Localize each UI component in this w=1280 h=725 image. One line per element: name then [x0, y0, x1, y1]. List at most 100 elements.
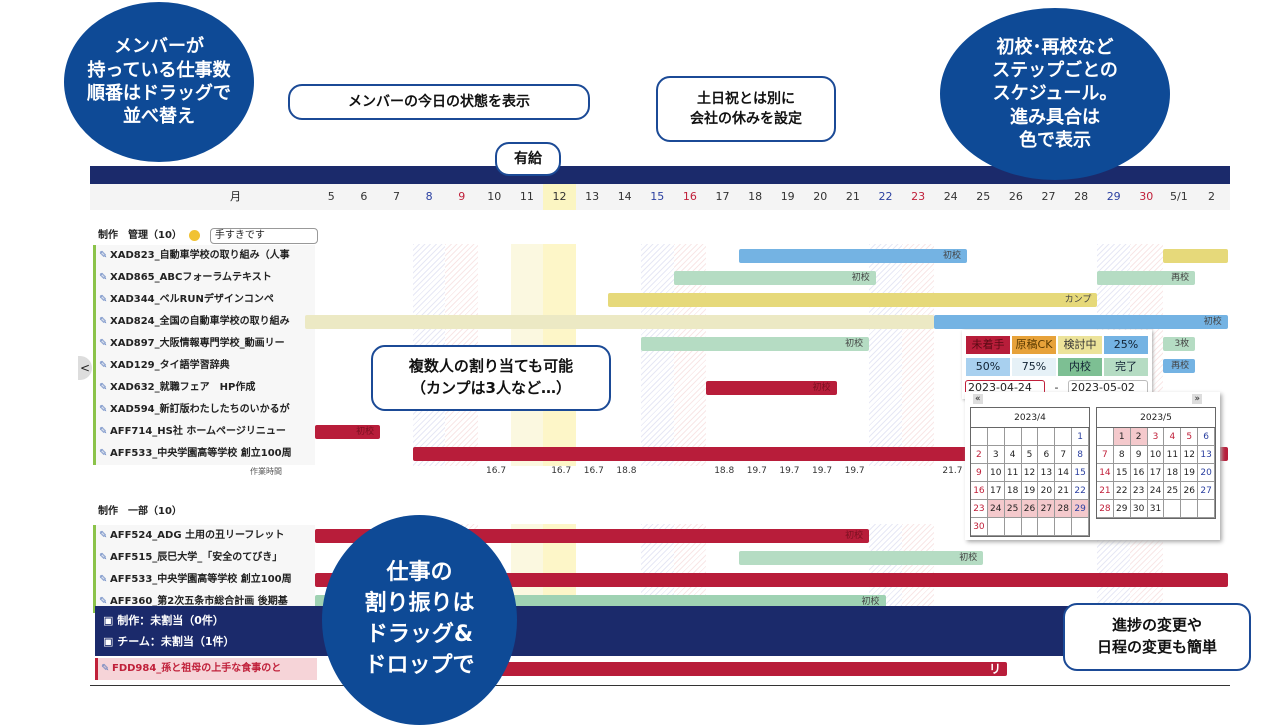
calendar-day[interactable]: 26 [1181, 482, 1199, 500]
job-label[interactable]: AFF714_HS社 ホームページリニュー [93, 421, 315, 443]
calendar-day[interactable]: 11 [1004, 464, 1022, 482]
calendar-day[interactable]: 11 [1164, 446, 1182, 464]
calendar-day[interactable]: 14 [1097, 464, 1114, 482]
job-label[interactable]: AFF515_辰巳大学_「安全のてびき」 [93, 547, 315, 569]
calendar-day[interactable]: 27 [1198, 482, 1215, 500]
job-bar[interactable]: リ [412, 662, 1007, 676]
calendar-day[interactable]: 5 [1181, 428, 1199, 446]
calendar-day[interactable]: 19 [1021, 482, 1039, 500]
calendar-day[interactable]: 7 [1097, 446, 1114, 464]
schedule-bar[interactable]: 3枚 [1162, 337, 1196, 351]
calendar-day[interactable]: 21 [1055, 482, 1073, 500]
calendar-day[interactable]: 10 [987, 464, 1005, 482]
calendar-day[interactable]: 24 [987, 500, 1005, 518]
progress-option[interactable]: 75% [1012, 358, 1056, 376]
calendar-day[interactable]: 24 [1147, 482, 1165, 500]
calendar-day[interactable]: 2 [1130, 428, 1148, 446]
calendar-day[interactable]: 1 [1113, 428, 1131, 446]
schedule-bar[interactable]: 初校 [706, 381, 837, 395]
calendar-day[interactable]: 13 [1198, 446, 1215, 464]
calendar-day[interactable]: 30 [1130, 500, 1148, 518]
progress-option[interactable]: 未着手 [966, 336, 1010, 354]
progress-option[interactable]: 原稿CK [1012, 336, 1056, 354]
calendar-day[interactable]: 30 [971, 518, 988, 536]
calendar-day[interactable]: 29 [1072, 500, 1089, 518]
schedule-bar[interactable]: 初校 [315, 425, 381, 439]
calendar-day[interactable]: 28 [1055, 500, 1073, 518]
calendar-day[interactable]: 23 [1130, 482, 1148, 500]
progress-option[interactable]: 完了 [1104, 358, 1148, 376]
job-label[interactable]: AFF524_ADG 土用の丑リーフレット [93, 525, 315, 547]
calendar-day[interactable]: 14 [1055, 464, 1073, 482]
job-label[interactable]: XAD824_全国の自動車学校の取り組み [93, 311, 315, 333]
calendar-day[interactable]: 20 [1198, 464, 1215, 482]
calendar-day[interactable]: 22 [1072, 482, 1089, 500]
calendar-day[interactable]: 12 [1181, 446, 1199, 464]
calendar-day[interactable]: 20 [1038, 482, 1056, 500]
job-label[interactable]: XAD865_ABCフォーラムテキスト [93, 267, 315, 289]
schedule-bar[interactable]: 初校 [738, 249, 967, 263]
calendar-day[interactable]: 16 [1130, 464, 1148, 482]
unassigned-job-row[interactable]: FDD984_孫と祖母の上手な食事のと リ [90, 658, 1230, 680]
calendar-day[interactable]: 8 [1072, 446, 1089, 464]
calendar-day[interactable]: 8 [1113, 446, 1131, 464]
schedule-bar[interactable] [315, 573, 1228, 587]
prev-month-button[interactable]: « [973, 394, 983, 404]
schedule-bar[interactable] [1162, 249, 1228, 263]
job-label[interactable]: XAD129_タイ語学習辞典 [93, 355, 315, 377]
calendar-day[interactable]: 27 [1038, 500, 1056, 518]
calendar-day[interactable]: 3 [1147, 428, 1165, 446]
job-label[interactable]: AFF533_中央学園高等学校 創立100周 [93, 443, 315, 465]
progress-option[interactable]: 50% [966, 358, 1010, 376]
job-label[interactable]: AFF533_中央学園高等学校 創立100周 [93, 569, 315, 591]
calendar-day[interactable]: 6 [1038, 446, 1056, 464]
schedule-bar[interactable]: 初校 [673, 271, 876, 285]
schedule-bar[interactable]: 再校 [1097, 271, 1196, 285]
unassigned-team[interactable]: ▣ チーム：未割当（1件） [103, 635, 235, 648]
progress-option[interactable]: 検討中 [1058, 336, 1102, 354]
job-label[interactable]: XAD823_自動車学校の取り組み（人事 [93, 245, 315, 267]
calendar-day[interactable]: 29 [1113, 500, 1131, 518]
schedule-bar[interactable]: 初校 [641, 337, 870, 351]
calendar-day[interactable]: 6 [1198, 428, 1215, 446]
calendar-day[interactable]: 13 [1038, 464, 1056, 482]
calendar-day[interactable]: 18 [1164, 464, 1182, 482]
calendar-day[interactable]: 31 [1147, 500, 1165, 518]
calendar-day[interactable]: 16 [971, 482, 988, 500]
calendar-day[interactable]: 3 [987, 446, 1005, 464]
job-label[interactable]: FDD984_孫と祖母の上手な食事のと [95, 658, 317, 680]
next-month-button[interactable]: » [1192, 394, 1202, 404]
collapse-arrow-button[interactable]: < [78, 356, 92, 380]
schedule-bar[interactable]: カンプ [608, 293, 1098, 307]
job-label[interactable]: XAD594_新訂版わたしたちのいかるが [93, 399, 315, 421]
calendar-day[interactable]: 17 [1147, 464, 1165, 482]
schedule-bar[interactable] [305, 315, 935, 329]
calendar-day[interactable]: 5 [1021, 446, 1039, 464]
calendar-day[interactable]: 4 [1004, 446, 1022, 464]
calendar-day[interactable]: 23 [971, 500, 988, 518]
calendar-day[interactable]: 19 [1181, 464, 1199, 482]
calendar-day[interactable]: 15 [1072, 464, 1089, 482]
calendar-day[interactable]: 9 [1130, 446, 1148, 464]
schedule-bar[interactable]: 初校 [738, 551, 984, 565]
calendar-day[interactable]: 7 [1055, 446, 1073, 464]
calendar-day[interactable]: 9 [971, 464, 988, 482]
calendar-day[interactable]: 26 [1021, 500, 1039, 518]
calendar-day[interactable]: 28 [1097, 500, 1114, 518]
progress-option[interactable]: 内校 [1058, 358, 1102, 376]
calendar-day[interactable]: 12 [1021, 464, 1039, 482]
calendar-day[interactable]: 25 [1004, 500, 1022, 518]
calendar-day[interactable]: 22 [1113, 482, 1131, 500]
calendar-day[interactable]: 2 [971, 446, 988, 464]
calendar-day[interactable]: 10 [1147, 446, 1165, 464]
calendar-day[interactable]: 25 [1164, 482, 1182, 500]
calendar-day[interactable]: 4 [1164, 428, 1182, 446]
job-label[interactable]: XAD344_ベルRUNデザインコンペ [93, 289, 315, 311]
job-label[interactable]: XAD632_就職フェア HP作成 [93, 377, 315, 399]
schedule-bar[interactable]: 再校 [1162, 359, 1196, 373]
calendar-day[interactable]: 17 [987, 482, 1005, 500]
schedule-bar[interactable]: 初校 [934, 315, 1228, 329]
calendar-day[interactable]: 18 [1004, 482, 1022, 500]
progress-option[interactable]: 25% [1104, 336, 1148, 354]
calendar-day[interactable]: 15 [1113, 464, 1131, 482]
